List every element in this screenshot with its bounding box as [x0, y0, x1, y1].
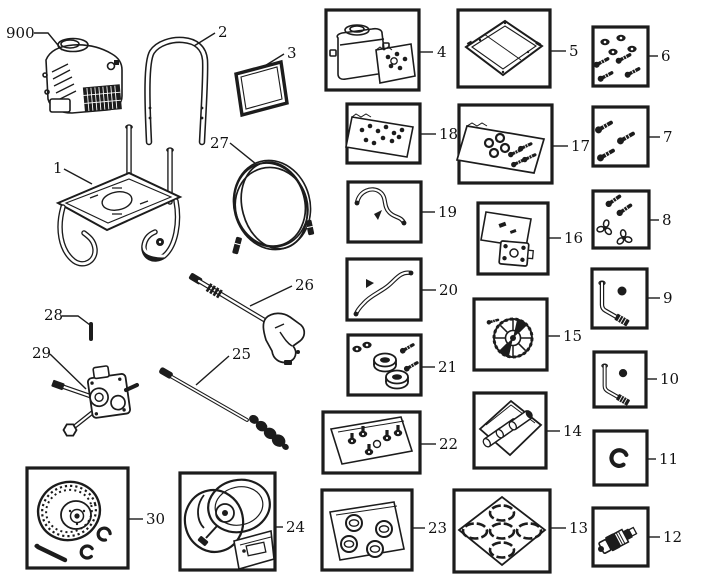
detergent-tank-drawing: [329, 24, 390, 81]
callout-23-label: 23: [428, 519, 447, 537]
spray-gun-drawing: [188, 273, 306, 365]
impeller-drawing: [492, 317, 534, 359]
kit-box-23: [320, 488, 414, 572]
kit-box-7: [591, 105, 650, 168]
handle-drawing: [144, 36, 209, 146]
callout-26-leader: [249, 285, 293, 307]
callout-900-leader: [34, 32, 63, 51]
callout-25-label: 25: [232, 345, 251, 363]
callout-6-label: 6: [661, 47, 671, 65]
callout-15-label: 15: [563, 327, 582, 345]
kit-box-10: [592, 350, 648, 409]
nut-drawing: [362, 341, 372, 349]
callout-29-leader: [49, 353, 87, 390]
callout-2-leader: [193, 32, 216, 47]
kit-box-19: [346, 180, 423, 244]
spray-wand-drawing: [159, 367, 289, 450]
callout-11-label: 11: [659, 450, 678, 468]
fitting-bag-drawing: [329, 416, 414, 465]
callout-8-label: 8: [662, 211, 672, 229]
decal-panel-drawing: [234, 59, 289, 118]
kit-box-15: [472, 297, 549, 372]
callout-13-label: 13: [569, 519, 588, 537]
kit-box-8: [591, 189, 651, 250]
hose-drawing: [354, 187, 407, 226]
kit-box-4: [324, 8, 421, 92]
callout-26-label: 26: [295, 276, 314, 294]
kit-box-30: [25, 466, 130, 570]
callout-9-label: 9: [663, 289, 673, 307]
callout-28-label: 28: [44, 306, 63, 324]
fastener-bag-drawing: [455, 122, 546, 174]
kit-box-14: [472, 391, 548, 470]
pump-drawing: [51, 365, 139, 437]
callout-5-label: 5: [569, 42, 579, 60]
kit-box-22: [321, 410, 422, 475]
callout-16-label: 16: [564, 229, 583, 247]
hardware-bag-drawing: [375, 43, 416, 84]
kit-box-18: [345, 102, 422, 165]
kit-box-12: [591, 506, 650, 568]
high-pressure-hose-drawing: [232, 159, 315, 255]
callout-1-leader: [63, 168, 93, 185]
hose-drawing: [353, 270, 414, 317]
kit-box-20: [345, 257, 423, 322]
seal-drawing: [385, 369, 409, 390]
callout-20-label: 20: [439, 281, 458, 299]
callout-25-leader: [195, 355, 230, 386]
cylinder-kit-drawing: [478, 399, 543, 457]
callout-18-label: 18: [439, 125, 458, 143]
callout-3-label: 3: [287, 44, 297, 62]
cap-bag-drawing: [329, 501, 405, 561]
callout-900-label: 900: [6, 24, 35, 42]
callout-29-label: 29: [32, 344, 51, 362]
engine-drawing: [42, 37, 123, 114]
base-panel-drawing: [464, 19, 544, 77]
callout-3-leader: [262, 53, 285, 68]
callout-21-label: 21: [438, 358, 457, 376]
callout-10-label: 10: [660, 370, 679, 388]
callout-17-label: 17: [571, 137, 590, 155]
callout-30-label: 30: [146, 510, 165, 528]
callout-27-leader: [229, 142, 257, 165]
kit-box-17: [455, 103, 554, 185]
injector-ball: [598, 546, 604, 552]
wheel-drawing: [36, 480, 102, 542]
kit-box-24: [178, 471, 277, 572]
injector-drawing: [598, 526, 638, 554]
frame-drawing: [55, 124, 183, 267]
seal-drawing: [373, 352, 397, 373]
kit-box-13: [452, 488, 552, 574]
hose-reel-drawing: [183, 478, 275, 571]
callout-19-label: 19: [438, 203, 457, 221]
kit-box-11: [592, 429, 649, 487]
hardware-bag-drawing: [345, 113, 414, 158]
callout-28-leader: [62, 315, 91, 326]
unloader-kit-drawing: [480, 211, 534, 267]
kit-box-6: [590, 25, 650, 88]
callout-4-label: 4: [437, 43, 447, 61]
callout-22-label: 22: [439, 435, 458, 453]
callout-14-label: 14: [563, 422, 582, 440]
callout-7-label: 7: [663, 128, 673, 146]
callout-24-label: 24: [286, 518, 305, 536]
axle-drawing: [34, 543, 68, 563]
kit-box-5: [456, 8, 552, 89]
kit-box-9: [590, 267, 649, 330]
oring-kit-drawing: [457, 495, 547, 567]
callout-12-label: 12: [663, 528, 682, 546]
callout-1-label: 1: [53, 159, 63, 177]
callout-27-label: 27: [210, 134, 229, 152]
callout-2-label: 2: [218, 23, 228, 41]
nut-drawing: [352, 345, 362, 353]
kit-box-21: [346, 333, 423, 397]
kit-box-16: [476, 201, 550, 276]
